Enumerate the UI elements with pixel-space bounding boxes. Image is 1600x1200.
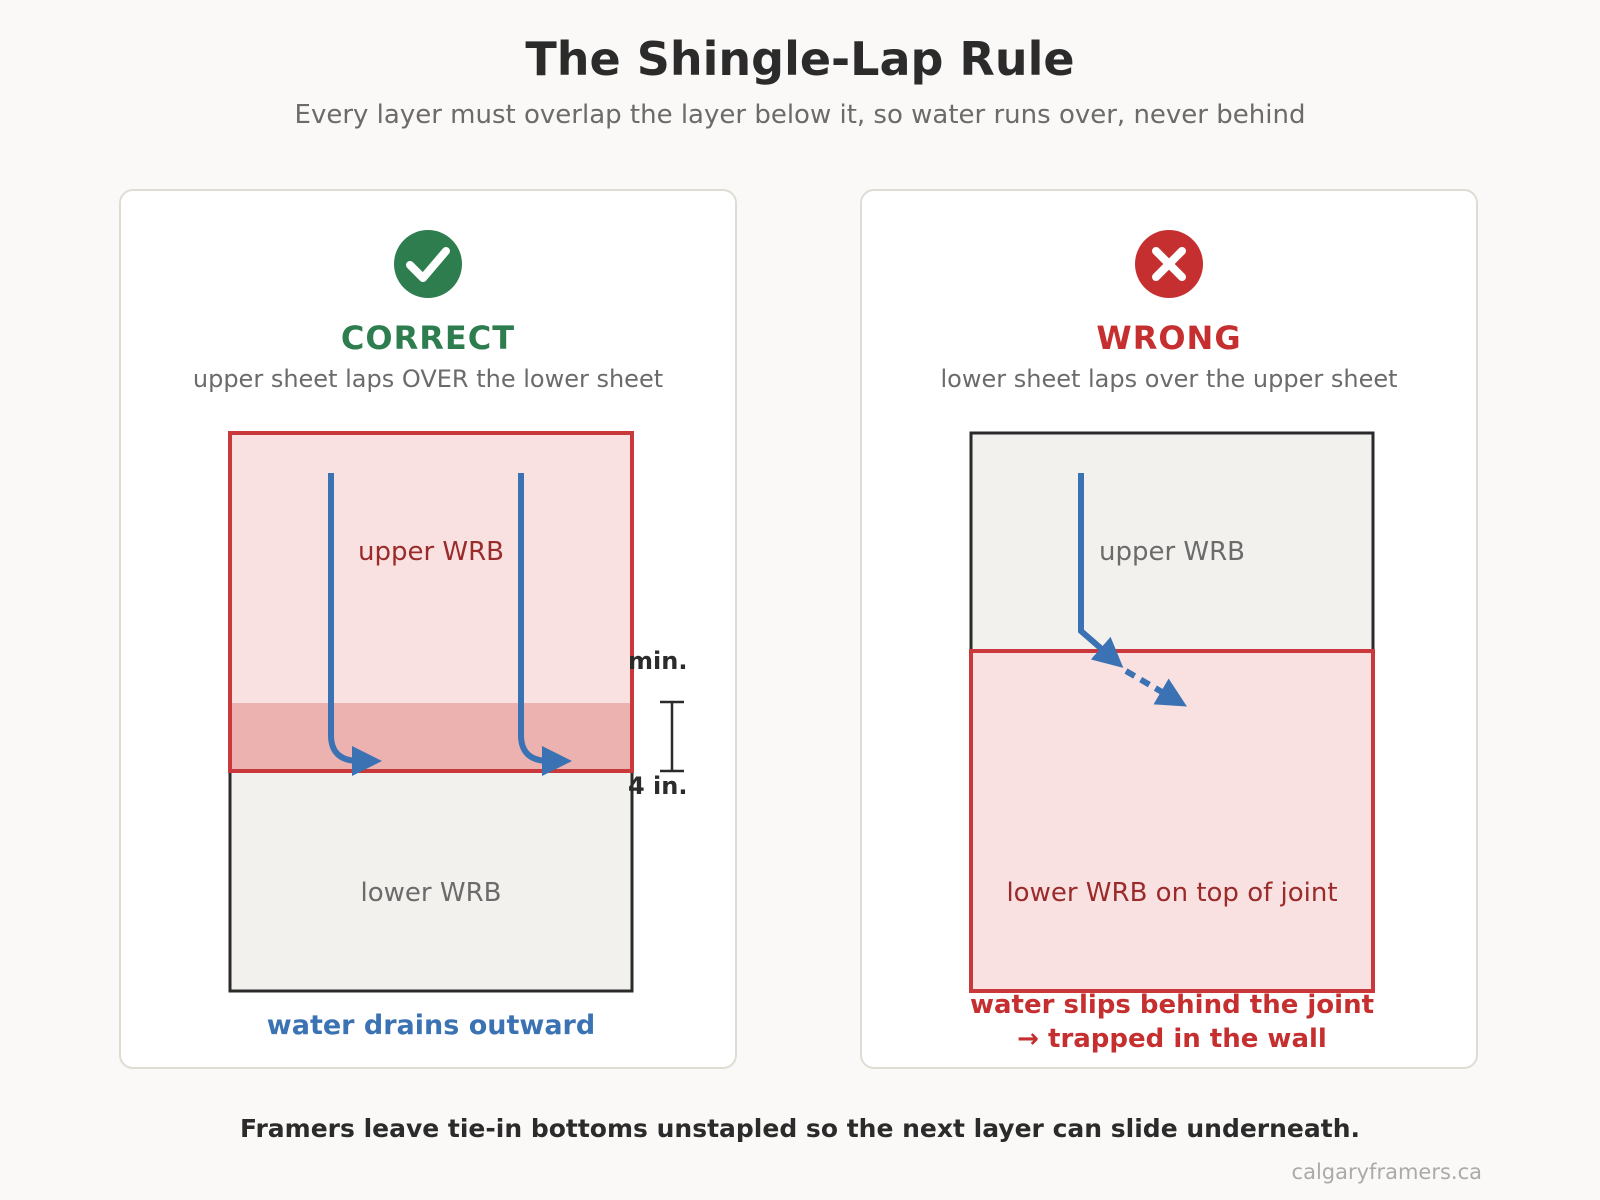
lower-wrb-sheet <box>969 649 1375 993</box>
wrong-caption-line1: water slips behind the joint <box>970 990 1374 1020</box>
lower-wrb-label: lower WRB on top of joint <box>1006 878 1337 908</box>
upper-wrb-sheet <box>969 431 1375 653</box>
correct-caption: water drains outward <box>267 1010 595 1041</box>
water-flow-arrow <box>328 473 382 776</box>
x-icon <box>1135 230 1203 298</box>
upper-wrb-outline <box>228 431 634 773</box>
wrong-panel: WRONG lower sheet laps over the upper sh… <box>860 189 1478 1069</box>
correct-panel: CORRECT upper sheet laps OVER the lower … <box>119 189 737 1069</box>
wrong-heading: WRONG <box>1096 319 1242 357</box>
dimension-label-top: min. <box>628 647 687 675</box>
correct-heading: CORRECT <box>340 319 516 357</box>
overlap-dimension-bracket <box>660 700 684 773</box>
lower-wrb-label: lower WRB <box>361 878 502 908</box>
footnote: Framers leave tie-in bottoms unstapled s… <box>239 1114 1361 1143</box>
upper-wrb-label: upper WRB <box>358 537 504 567</box>
site-credit: calgaryframers.ca <box>1291 1160 1482 1184</box>
page-title: The Shingle-Lap Rule <box>525 32 1075 86</box>
upper-wrb-label: upper WRB <box>1099 537 1245 567</box>
water-leak-arrow <box>1124 668 1187 707</box>
correct-description: upper sheet laps OVER the lower sheet <box>192 365 664 393</box>
overlap-zone <box>230 703 632 771</box>
wrong-caption-line2: → trapped in the wall <box>1017 1024 1327 1054</box>
water-flow-arrow <box>1078 473 1124 668</box>
correct-lap-diagram: upper WRB lower WRB min. 4 in. water dra… <box>228 431 687 1041</box>
water-flow-arrow <box>518 473 572 776</box>
wrong-lap-diagram: upper WRB lower WRB on top of joint wate… <box>969 431 1375 1054</box>
wrong-description: lower sheet laps over the upper sheet <box>940 365 1398 393</box>
dimension-label-bottom: 4 in. <box>628 772 687 800</box>
page-subtitle: Every layer must overlap the layer below… <box>294 100 1306 130</box>
check-icon <box>394 230 462 298</box>
